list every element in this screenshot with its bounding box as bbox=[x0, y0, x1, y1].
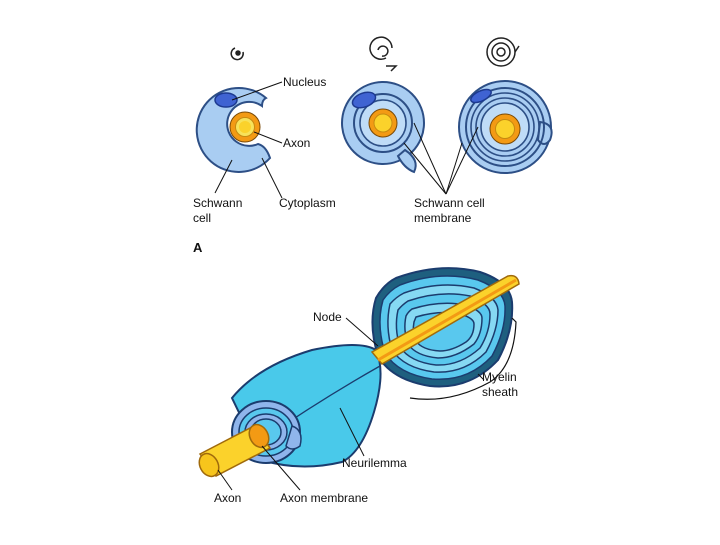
nucleus bbox=[214, 92, 238, 108]
rotation-arrow-icon-2 bbox=[369, 36, 398, 72]
label-nucleus: Nucleus bbox=[283, 75, 326, 89]
label-axon-membrane: Axon membrane bbox=[280, 491, 368, 505]
rotation-arrow-icon-3 bbox=[486, 37, 520, 67]
axon-membrane-ring bbox=[248, 423, 270, 449]
label-axon-b: Axon bbox=[214, 491, 241, 505]
panel-letter-a: A bbox=[193, 240, 203, 255]
wrap-layer bbox=[470, 92, 540, 162]
label-schwann-membrane-line1: Schwann cell bbox=[414, 196, 485, 210]
axon-core-highlight bbox=[239, 121, 251, 133]
wrap-layer bbox=[465, 87, 545, 167]
schwann-cell-stage-1 bbox=[195, 87, 272, 173]
axon-lower bbox=[198, 423, 272, 478]
axon-upper-shade bbox=[377, 278, 517, 362]
schwann-cell-stage-2 bbox=[341, 81, 425, 174]
label-schwann-membrane-line2: membrane bbox=[414, 211, 472, 225]
axon-core bbox=[495, 119, 515, 139]
label-myelin-line2: sheath bbox=[482, 385, 518, 399]
panel-a: Nucleus Axon Schwann cell Cytoplasm Schw… bbox=[193, 36, 553, 255]
panel-b: Node Myelin sheath Neurilemma Axon Axon … bbox=[198, 267, 520, 505]
wrap-layer bbox=[475, 97, 535, 157]
rotation-arrow-icon-1 bbox=[230, 47, 244, 61]
label-schwann-cell-line1: Schwann bbox=[193, 196, 242, 210]
label-cytoplasm: Cytoplasm bbox=[279, 196, 336, 210]
nucleus bbox=[470, 88, 492, 104]
label-schwann-cell-line2: cell bbox=[193, 211, 211, 225]
leader-lines-a bbox=[214, 81, 479, 199]
axon-cut-end bbox=[198, 452, 220, 478]
wrap-inner-line bbox=[353, 93, 413, 153]
nucleus bbox=[351, 91, 377, 109]
label-myelin-line1: Myelin bbox=[482, 370, 517, 384]
leader-lines-b bbox=[217, 317, 485, 491]
label-axon-a: Axon bbox=[283, 136, 310, 150]
label-neurilemma: Neurilemma bbox=[342, 456, 407, 470]
schwann-cell-stage-3 bbox=[458, 80, 553, 174]
myelin-sheath-bracket bbox=[409, 317, 517, 400]
axon-core bbox=[373, 113, 393, 133]
wrap-tail bbox=[396, 148, 417, 174]
label-node: Node bbox=[313, 310, 342, 324]
schwann-cell-body bbox=[195, 87, 272, 173]
